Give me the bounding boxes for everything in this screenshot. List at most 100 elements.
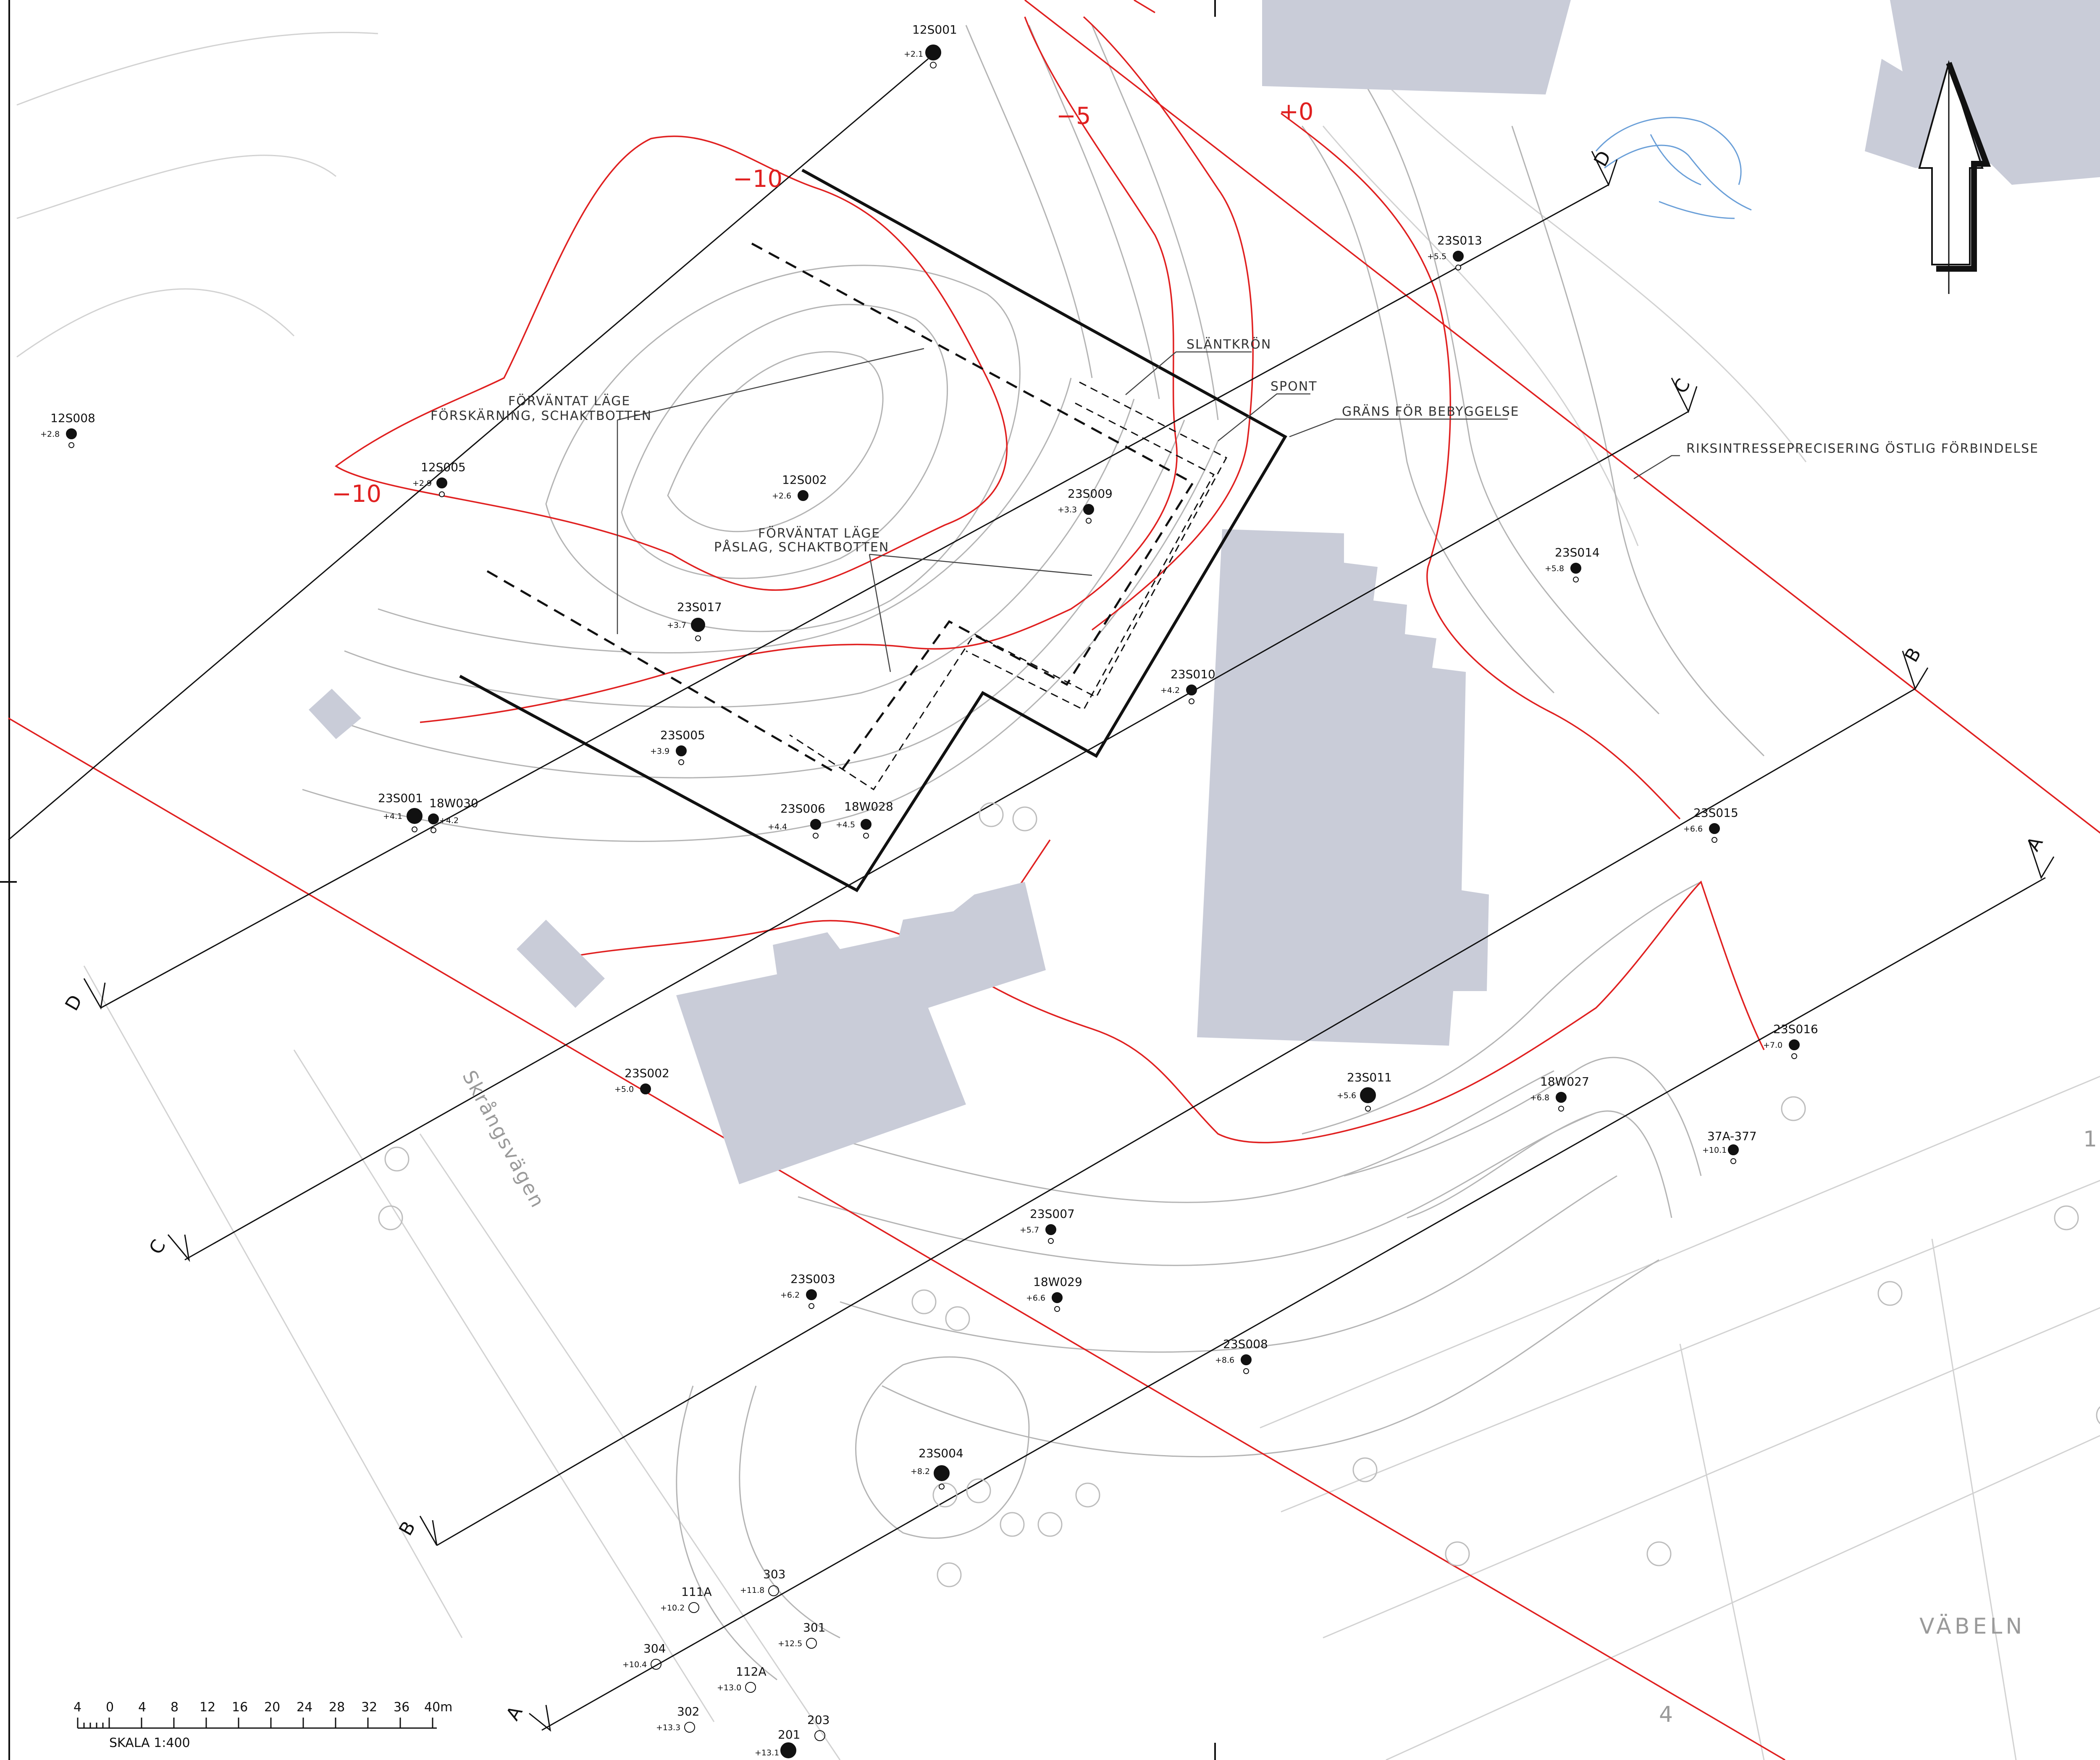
- tree-symbols: [378, 802, 2100, 1587]
- borehole-marker: [1052, 1292, 1063, 1312]
- borehole-id: 12S008: [50, 411, 95, 425]
- section-line-b: [436, 688, 1916, 1546]
- borehole-marker: [1789, 1039, 1800, 1059]
- annotation-spont: SPONT: [1270, 379, 1318, 394]
- borehole-id: 302: [677, 1705, 699, 1718]
- borehole-id: 23S006: [780, 802, 825, 816]
- borehole-elevation: +6.8: [1530, 1093, 1549, 1102]
- scale-tick: 16: [232, 1700, 248, 1715]
- borehole-id: 23S010: [1171, 667, 1215, 681]
- borehole-id: 201: [778, 1728, 800, 1742]
- borehole-id: 303: [763, 1567, 785, 1581]
- borehole-elevation: +10.2: [660, 1603, 685, 1613]
- ratio-label: 1:18: [2083, 1127, 2100, 1152]
- tree-icon: [945, 1306, 970, 1331]
- scale-tick: 12: [200, 1700, 215, 1715]
- borehole-elevation: +3.3: [1058, 505, 1077, 514]
- borehole-elevation: +6.2: [780, 1290, 800, 1300]
- scale-tick: 40m: [424, 1700, 452, 1715]
- borehole-marker: [676, 745, 687, 765]
- borehole-elevation: +10.1: [1702, 1146, 1727, 1155]
- borehole-marker: [1709, 823, 1720, 843]
- borehole-elevation: +11.8: [740, 1586, 764, 1595]
- section-line-a: [541, 877, 2046, 1731]
- borehole-id: 203: [807, 1713, 830, 1727]
- borehole-elevation: +5.8: [1545, 564, 1564, 573]
- borehole-id: 18W028: [844, 800, 893, 813]
- contour-label: −10: [332, 480, 381, 508]
- borehole-id: 12S002: [782, 473, 827, 487]
- borehole-marker: [407, 808, 423, 832]
- boundary-lines: [8, 0, 2100, 1760]
- tree-icon: [1012, 806, 1037, 831]
- tree-icon: [932, 1482, 958, 1508]
- building-small-1: [309, 689, 361, 739]
- borehole-marker: [1453, 251, 1464, 270]
- borehole-marker: [806, 1638, 817, 1649]
- borehole-id: 23S002: [625, 1066, 669, 1080]
- borehole-elevation: +5.7: [1020, 1225, 1039, 1235]
- borehole-marker: [780, 1742, 796, 1758]
- tree-icon: [911, 1289, 937, 1314]
- leader-lines: [617, 348, 1680, 672]
- spont-dashed: [789, 381, 1228, 791]
- borehole-marker: [1241, 1354, 1252, 1374]
- borehole-id: 23S009: [1068, 487, 1113, 501]
- borehole-marker: [1570, 563, 1581, 582]
- borehole-elevation: +4.2: [439, 816, 459, 825]
- borehole-elevation: +6.6: [1683, 824, 1703, 834]
- tree-icon: [1352, 1457, 1378, 1482]
- scale-tick: 4: [138, 1700, 146, 1715]
- borehole-id: 23S003: [790, 1272, 835, 1286]
- borehole-elevation: +12.5: [778, 1639, 802, 1648]
- borehole-marker: [436, 477, 447, 497]
- scale-tick: 20: [264, 1700, 280, 1715]
- borehole-id: 112A: [736, 1665, 766, 1679]
- tree-icon: [1646, 1541, 1672, 1566]
- tree-icon: [966, 1478, 991, 1503]
- borehole-elevation: +4.1: [383, 812, 402, 821]
- tree-icon: [1037, 1512, 1063, 1537]
- borehole-marker: [1186, 685, 1197, 704]
- tree-icon: [384, 1146, 410, 1172]
- annotation-paslag-line2: PÅSLAG, SCHAKTBOTTEN: [714, 540, 889, 555]
- excavation-solid: [459, 168, 1287, 892]
- boreholes: [66, 45, 1800, 1758]
- borehole-elevation: +5.5: [1427, 252, 1446, 261]
- borehole-elevation: +13.0: [717, 1683, 741, 1692]
- scale-tick: 24: [297, 1700, 312, 1715]
- borehole-elevation: +7.0: [1763, 1041, 1782, 1050]
- section-labels: A A B B C C D D: [61, 147, 2047, 1724]
- excavation-dashed: [486, 242, 1194, 774]
- borehole-marker: [1556, 1092, 1567, 1112]
- contour-labels: −10 −5 +0 −10: [332, 98, 1314, 508]
- scale-tick: 32: [361, 1700, 377, 1715]
- section-line-diag: [8, 58, 929, 841]
- borehole-marker: [768, 1585, 779, 1596]
- borehole-elevation: +2.1: [904, 50, 923, 59]
- borehole-marker: [798, 490, 808, 501]
- plot-number: 4: [1659, 1702, 1676, 1727]
- borehole-marker: [1360, 1087, 1376, 1112]
- borehole-labels: 12S001 +2.1 12S008 +2.8 12S005 +2.9 12S0…: [40, 23, 1818, 1757]
- borehole-marker: [1083, 504, 1094, 524]
- tree-icon: [1781, 1096, 1806, 1121]
- borehole-elevation: +4.5: [836, 820, 855, 829]
- borehole-id: 23S008: [1223, 1337, 1268, 1351]
- buildings: [309, 0, 2100, 1184]
- grey-contours: [302, 25, 1765, 1681]
- borehole-marker: [66, 428, 77, 448]
- borehole-elevation: +8.6: [1215, 1356, 1234, 1365]
- borehole-marker: [428, 813, 439, 833]
- borehole-id: 18W027: [1540, 1075, 1589, 1089]
- borehole-id: 23S013: [1437, 233, 1482, 247]
- borehole-id: 23S011: [1347, 1070, 1392, 1084]
- scale-bar: 4 0 4 8 12 16 20 24 28 32 36 40m SKALA 1…: [74, 1700, 452, 1750]
- map-frame: [0, 0, 1216, 1760]
- tree-icon: [979, 802, 1004, 827]
- section-label-a-end: A: [2022, 833, 2047, 855]
- borehole-id: 301: [803, 1621, 825, 1634]
- borehole-elevation: +13.1: [755, 1748, 779, 1757]
- scale-tick: 36: [394, 1700, 410, 1715]
